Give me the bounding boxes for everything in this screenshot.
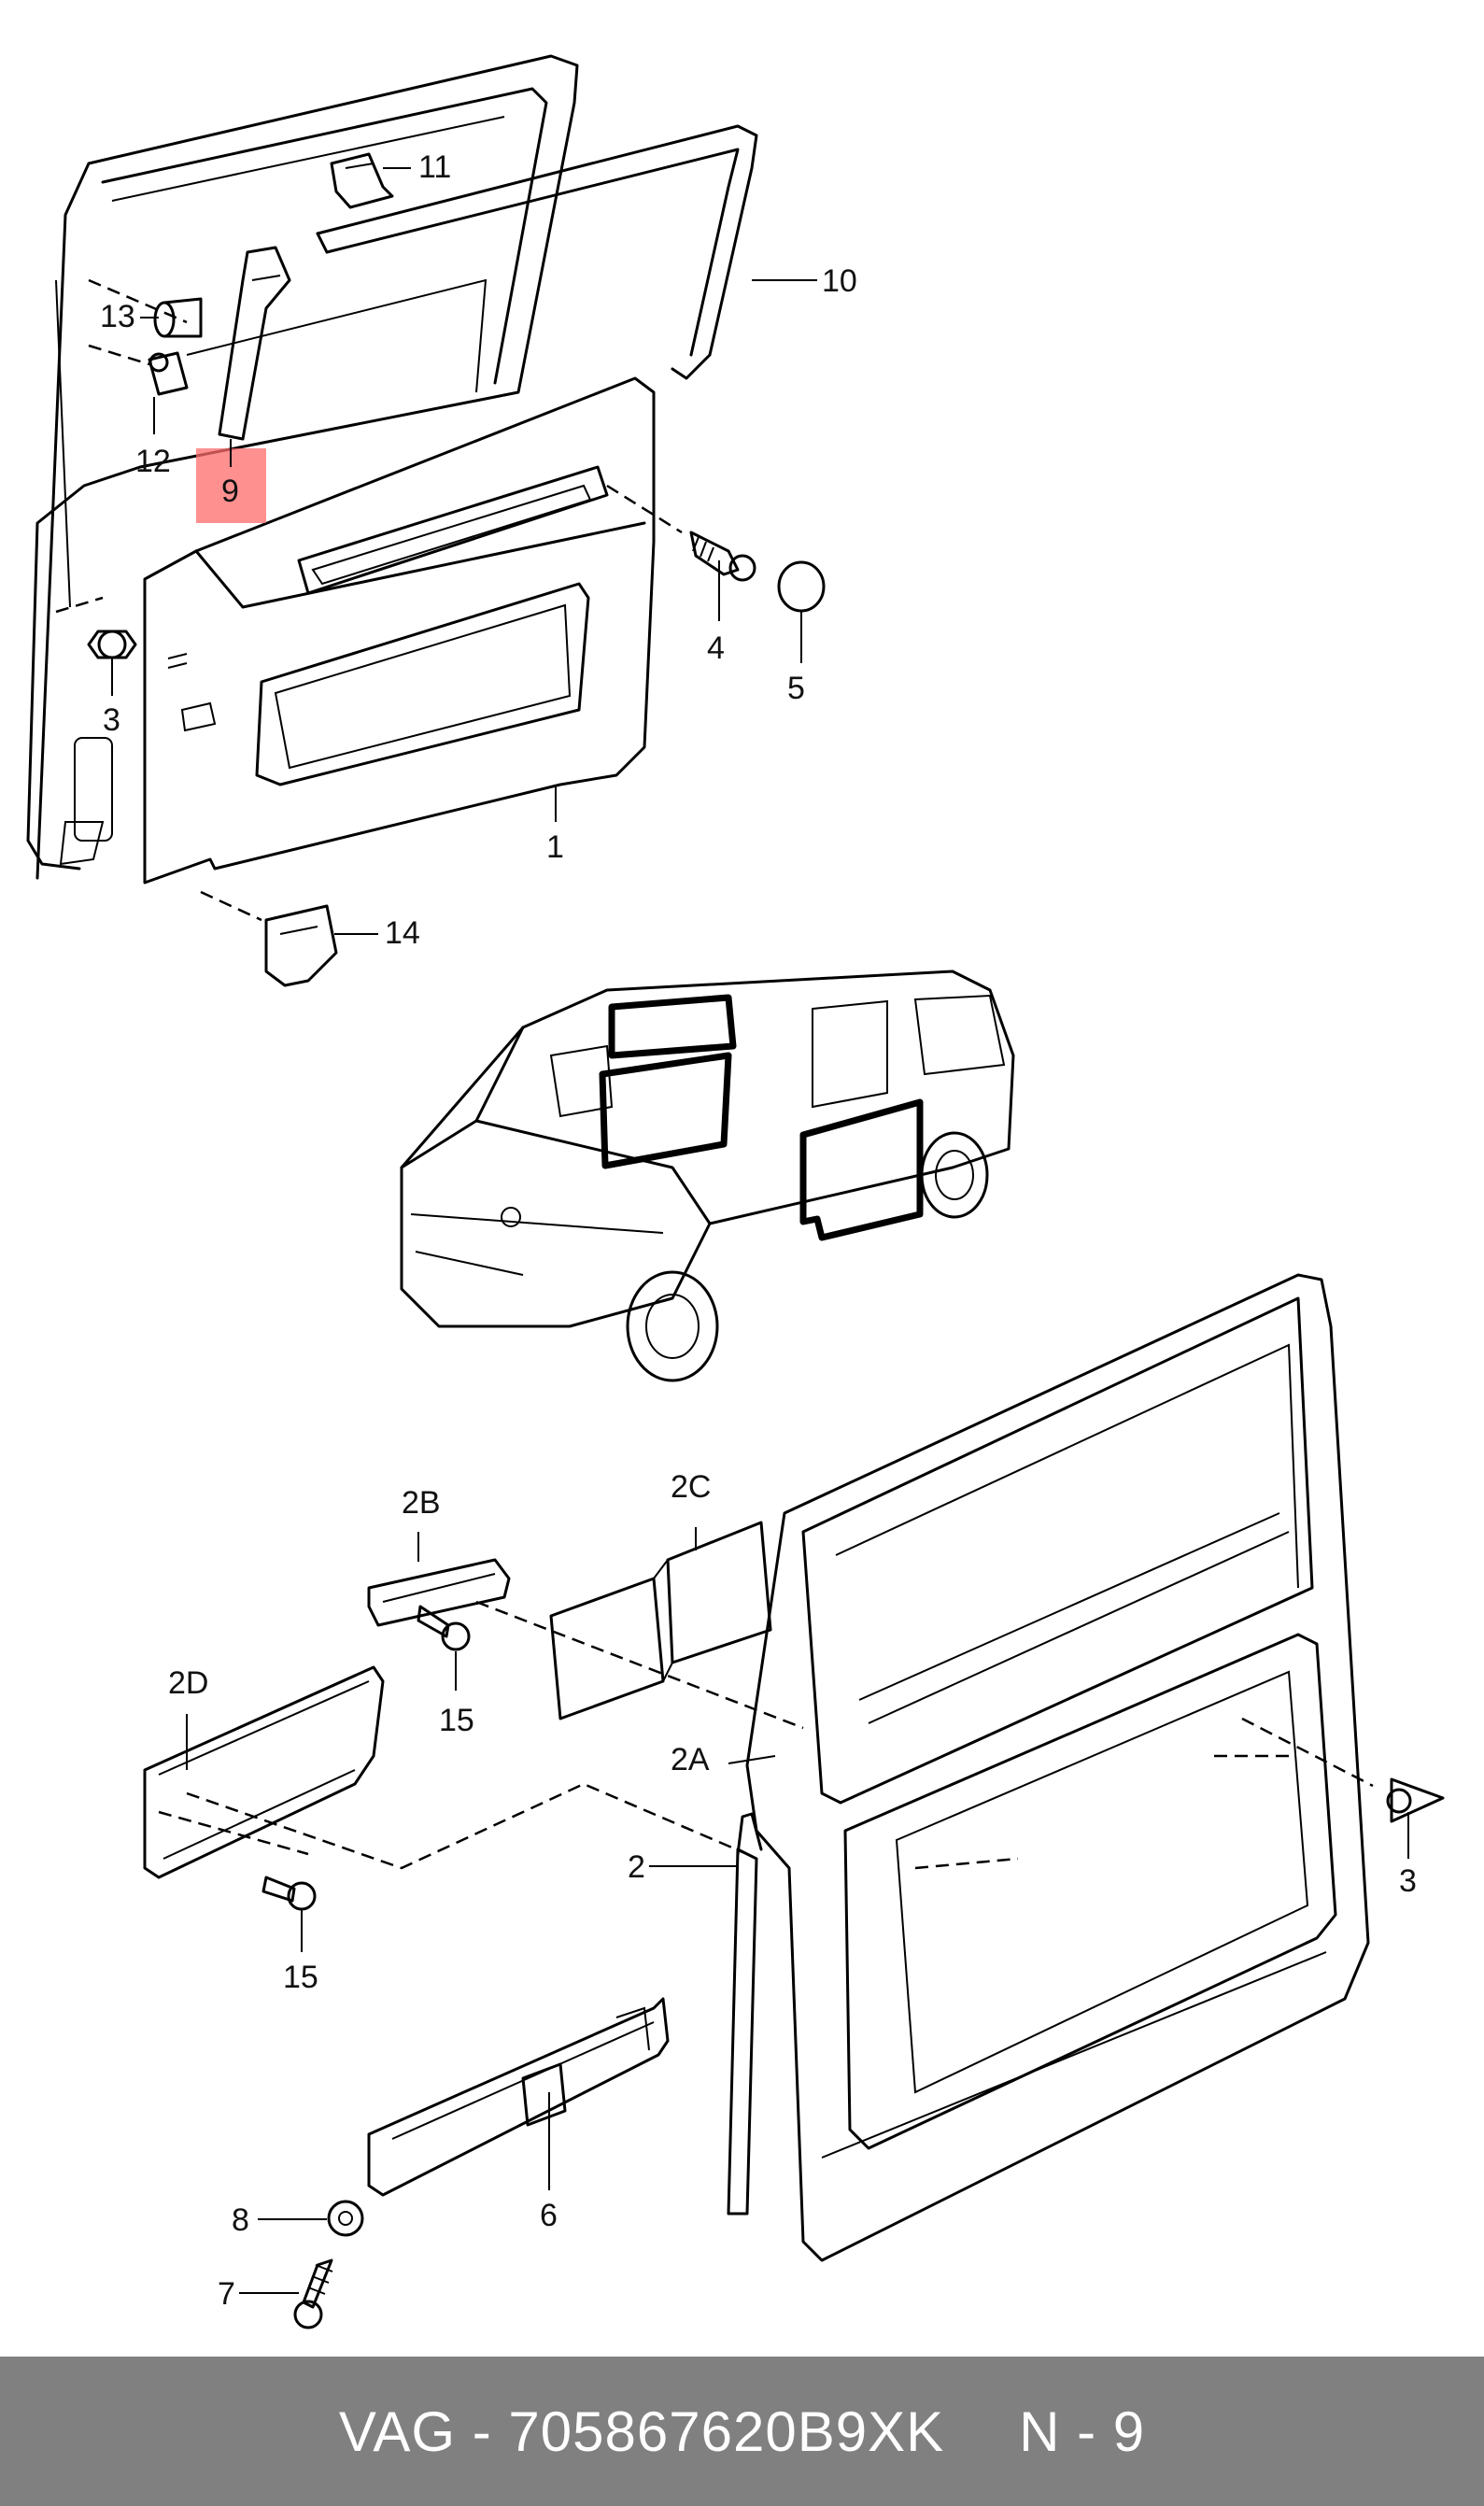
part-number-footer: VAG - 705867620B9XK N - 9: [0, 2357, 1484, 2506]
parts-diagram: 11 10 13 12 9 4 5 3 1 14: [26, 54, 1445, 2329]
window-seal-10: [316, 124, 758, 380]
bracket-14: [264, 904, 338, 987]
cap-5: [777, 560, 826, 613]
top-door-frame: [26, 54, 579, 880]
screw-15-b: [261, 1876, 317, 1911]
callout-2: 2: [628, 1849, 645, 1885]
callout-14: 14: [385, 915, 420, 951]
callout-13: 13: [100, 299, 135, 334]
callout-7: 7: [218, 2276, 235, 2312]
sliding-door-frame: [745, 1273, 1370, 2262]
trim-panel-1: [143, 376, 656, 885]
clip-13: [153, 297, 203, 338]
bottom-leader-lines: [186, 1527, 1409, 2294]
handle-cover-2D: [143, 1665, 385, 1879]
clip-panel-2C: [549, 1521, 772, 1720]
callout-2C: 2C: [671, 1469, 711, 1505]
callout-12: 12: [135, 444, 171, 479]
part-number: VAG - 705867620B9XK: [338, 2400, 945, 2463]
callout-5: 5: [787, 671, 805, 706]
callout-15-b: 15: [283, 1960, 318, 1995]
callout-4: 4: [707, 630, 725, 666]
callout-2B: 2B: [402, 1485, 441, 1521]
screw-15-a: [417, 1605, 471, 1651]
callout-10: 10: [822, 263, 857, 299]
callout-9: 9: [221, 474, 239, 509]
hinge-11: [330, 152, 394, 209]
washer-8: [327, 2200, 364, 2237]
callout-6: 6: [540, 2198, 558, 2233]
callout-3-top: 3: [103, 702, 120, 738]
callout-1: 1: [546, 829, 564, 865]
bracket-2B: [367, 1558, 511, 1627]
screw-4: [689, 531, 756, 582]
position-reference: N - 9: [1019, 2400, 1146, 2463]
screw-7: [293, 2258, 333, 2329]
callout-11: 11: [418, 149, 451, 185]
callout-8: 8: [232, 2202, 249, 2238]
guide-rail-6: [367, 1997, 670, 2197]
callout-3-bottom: 3: [1399, 1863, 1417, 1899]
seal-strip-2: [727, 1812, 763, 2216]
guide-rail-9: [218, 246, 291, 441]
callout-15-a: 15: [439, 1703, 474, 1738]
van-illustration: [400, 970, 1015, 1382]
callout-2D: 2D: [168, 1665, 208, 1701]
clip-3-top: [87, 630, 137, 659]
clip-12: [148, 351, 189, 396]
top-leader-lines: [111, 167, 817, 935]
callout-2A: 2A: [671, 1742, 710, 1777]
clip-3-bottom: [1386, 1777, 1445, 1823]
